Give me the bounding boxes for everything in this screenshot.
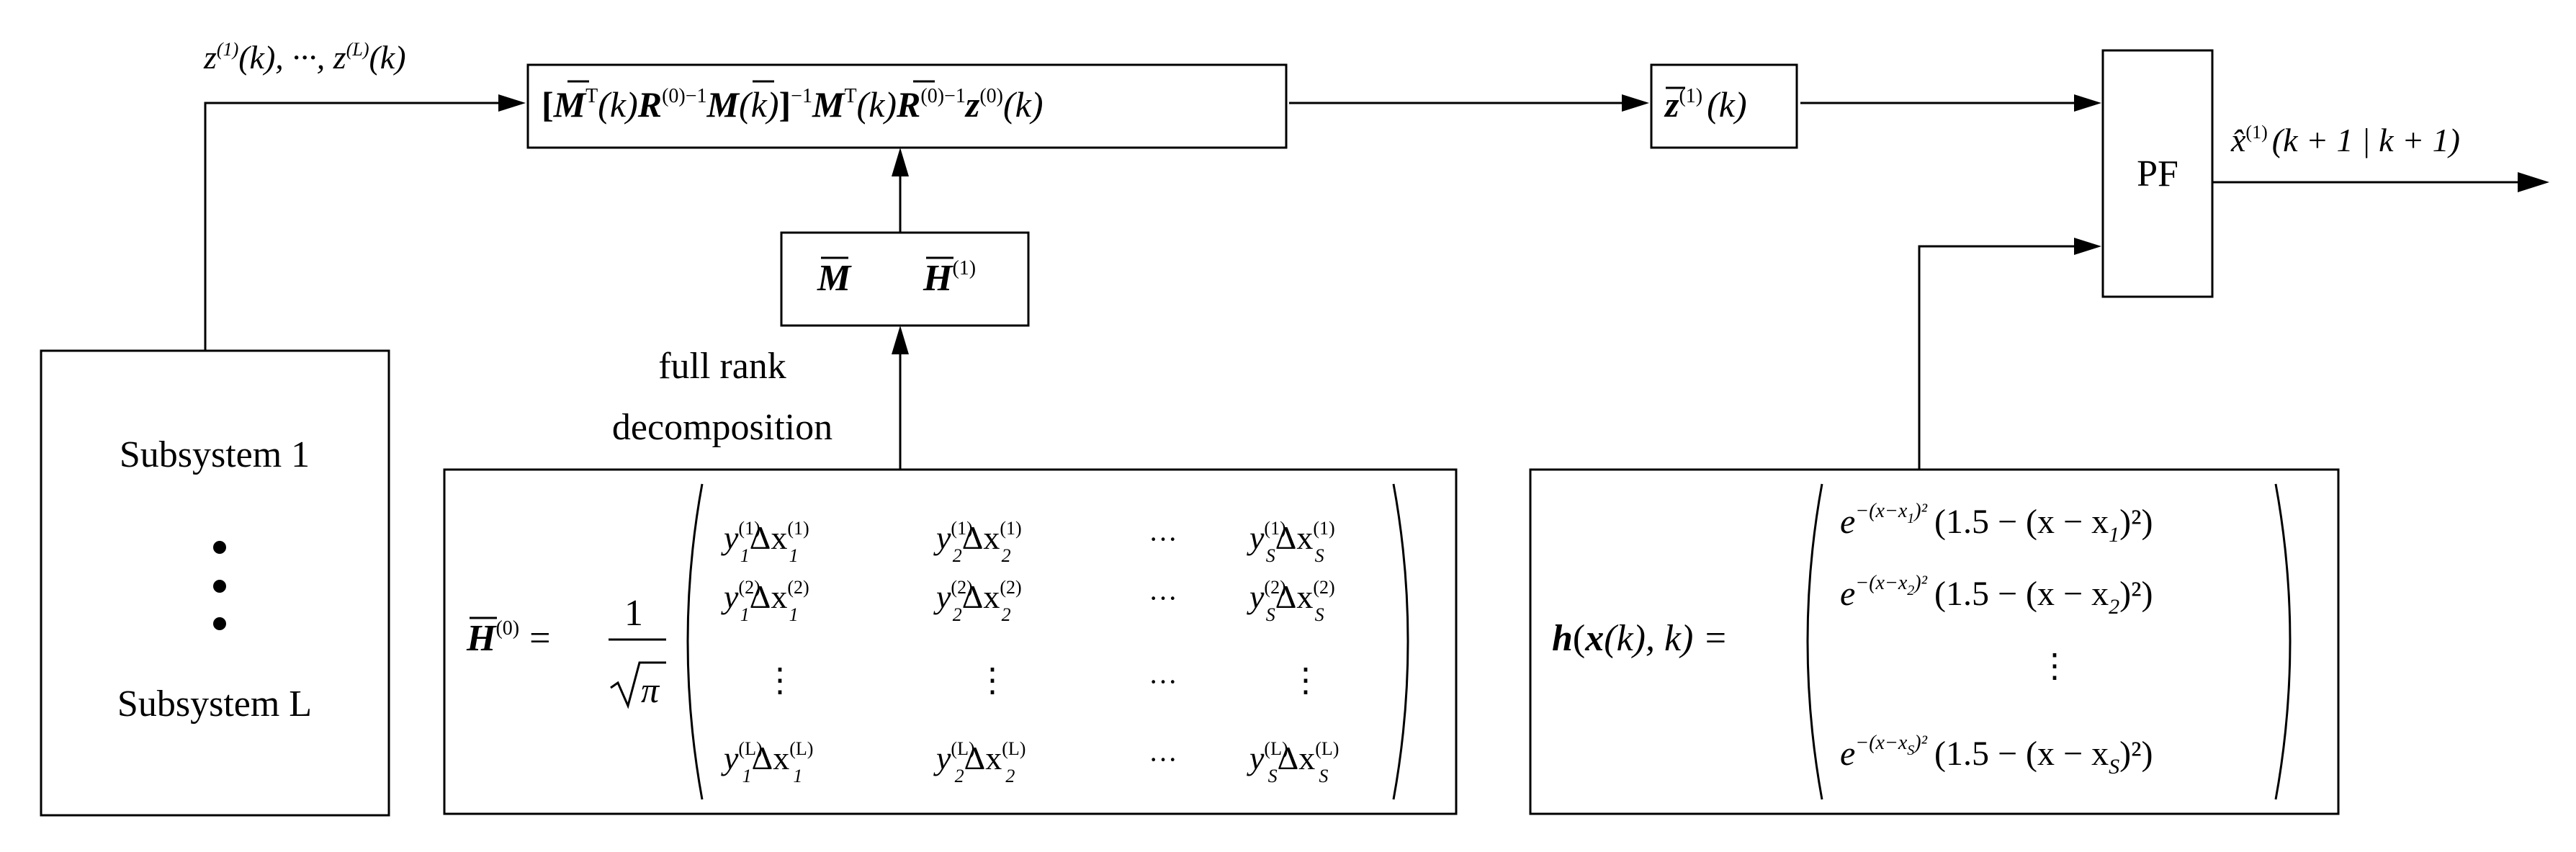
input-arrowhead [498, 94, 526, 112]
h0-cell: y(1)SΔx(1)S [1247, 518, 1335, 566]
svg-text:[MT(k)R(0)−1M(k)]−1MT(k)R(0)−1: [MT(k)R(0)−1M(k)]−1MT(k)R(0)−1z(0)(k) [542, 84, 1043, 125]
h0-cell: y(2)2Δx(2)2 [933, 577, 1022, 625]
zbar-arrowhead [1622, 94, 1649, 112]
subsystem-1-label: Subsystem 1 [120, 434, 310, 475]
h0-cell: y(L)1Δx(L)1 [721, 738, 813, 786]
h0-cell: y(L)SΔx(L)S [1247, 738, 1339, 786]
h-function-right-paren [2274, 483, 2292, 800]
svg-text:π: π [641, 670, 660, 710]
h0-cell: y(L)2Δx(L)2 [933, 738, 1026, 786]
output-arrowhead [2518, 172, 2549, 192]
h0-cell: y(2)1Δx(2)1 [721, 577, 809, 625]
h-function-row: e−(x−xS)²(1.5 − (x − xS)²) [1840, 732, 2153, 779]
svg-text:1: 1 [624, 593, 643, 634]
h-function-vdots: ⋮ [2038, 647, 2071, 684]
output-label: x̂(1)(k + 1 | k + 1) [2230, 122, 2460, 158]
subsystem-l-label: Subsystem L [117, 683, 312, 725]
decomposition-result-text: M H(1) [817, 256, 976, 299]
h-function-left-paren [1806, 483, 1823, 800]
subsystem-dot-2 [213, 580, 226, 593]
pf-bottom-arrowhead [2074, 238, 2101, 255]
pf-box [2101, 49, 2214, 298]
subsystem-dot-3 [213, 617, 226, 630]
subsystem-dot-1 [213, 541, 226, 554]
svg-text:z(1)(k): z(1)(k) [1664, 84, 1747, 125]
h0-hdots: ··· [1149, 665, 1177, 698]
h-function-box [1529, 468, 2340, 815]
svg-text:h(x(k), k) =: h(x(k), k) = [1552, 618, 1728, 659]
h0-vdots: ⋮ [976, 662, 1009, 699]
h0-right-paren [1392, 483, 1409, 800]
h0-vdots: ⋮ [1289, 662, 1322, 699]
h0-cell: y(2)SΔx(2)S [1247, 577, 1335, 625]
h0-hdots: ··· [1149, 582, 1177, 614]
h-function-lhs: h(x(k), k) = [1552, 618, 1728, 659]
h-function-rows: e−(x−x1)²(1.5 − (x − x1)²) e−(x−x2)²(1.5 … [1840, 500, 2153, 779]
estimator-formula: [MT(k)R(0)−1M(k)]−1MT(k)R(0)−1z(0)(k) [542, 80, 1043, 125]
svg-text:H(1): H(1) [923, 257, 976, 299]
h-function-row: e−(x−x2)²(1.5 − (x − x2)²) [1840, 572, 2153, 619]
h0-hdots: ··· [1149, 743, 1177, 776]
h0-vdots: ⋮ [763, 662, 796, 699]
svg-text:H(0)=: H(0)= [466, 617, 550, 659]
pf-top-arrowhead [2074, 94, 2101, 112]
zbar-label: z(1)(k) [1664, 84, 1747, 125]
decomposition-label-line1: full rank [658, 346, 786, 387]
decomposition-result-box [780, 231, 1030, 327]
h0-cell: y(1)1Δx(1)1 [721, 518, 809, 566]
h0-left-paren [686, 483, 704, 800]
input-wire [204, 102, 501, 351]
svg-text:M: M [817, 258, 852, 299]
pf-label: PF [2137, 153, 2178, 194]
h0-hdots: ··· [1149, 523, 1177, 555]
decomposition-label-line2: decomposition [612, 407, 833, 448]
h0-matrix-cells: y(1)1Δx(1)1 y(1)2Δx(1)2 y(1)SΔx(1)S ··· y(2)… [721, 518, 1339, 786]
estimator-box [526, 63, 1288, 149]
hfunc-to-pf-wire [1918, 245, 2078, 470]
zbar-box [1650, 63, 1798, 149]
h0-matrix-box [443, 468, 1458, 815]
h-function-row: e−(x−x1)²(1.5 − (x − x1)²) [1840, 500, 2153, 547]
estimator-bottom-arrowhead [892, 148, 909, 176]
h0-lhs: H(0)= 1 π [466, 593, 666, 710]
h0-cell: y(1)2Δx(1)2 [933, 518, 1022, 566]
decomp-bottom-arrowhead [892, 326, 909, 354]
input-label: z(1)(k), ···, z(L)(k) [203, 39, 406, 76]
